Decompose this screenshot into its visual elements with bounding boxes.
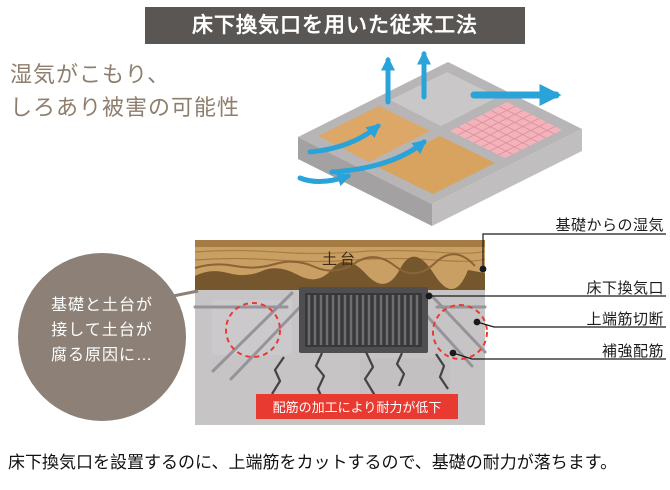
tile-grid [457,105,556,156]
warning-banner-bg [256,394,458,419]
room-floor-front [378,136,495,194]
highlight-circles [225,302,488,360]
speech-bubble-text: 基礎と土台が 接して土台が 腐る原因に… [22,294,182,368]
room-floor-top [390,72,498,126]
bubble-line-1: 基礎と土台が [50,297,153,314]
moisture-stain [195,256,485,290]
callout-moisture-from-foundation: 基礎からの湿気 [555,217,664,234]
footer-note: 床下換気口を設置するのに、上端筋をカットするので、基礎の耐力が落ちます。 [8,453,618,472]
airflow-arrows [297,50,562,187]
callout-underfloor-vent: 床下換気口 [586,280,664,297]
cross-section-diagram [193,240,488,425]
intro-text: 湿気がこもり、 しろあり被害の可能性 [10,58,240,124]
intro-line-2: しろあり被害の可能性 [10,95,241,120]
isometric-foundation-illustration [297,50,582,226]
sill-label: 土台 [321,251,358,268]
bubble-line-2: 接して土台が [51,321,153,339]
intro-line-1: 湿気がこもり、 [10,62,171,87]
callout-reinforcing-bar: 補強配筋 [601,343,664,360]
speech-bubble [18,253,199,421]
bubble-line-3: 腐る原因に… [50,346,153,364]
warning-banner-text: 配筋の加工により耐力が低下 [272,400,442,415]
callout-connectors [425,233,666,360]
vent-grille [299,287,428,353]
room-floor-tiled [450,102,562,158]
page-title: 床下換気口を用いた従来工法 [145,7,525,44]
callout-top-bar-cut: 上端筋切断 [586,311,664,328]
